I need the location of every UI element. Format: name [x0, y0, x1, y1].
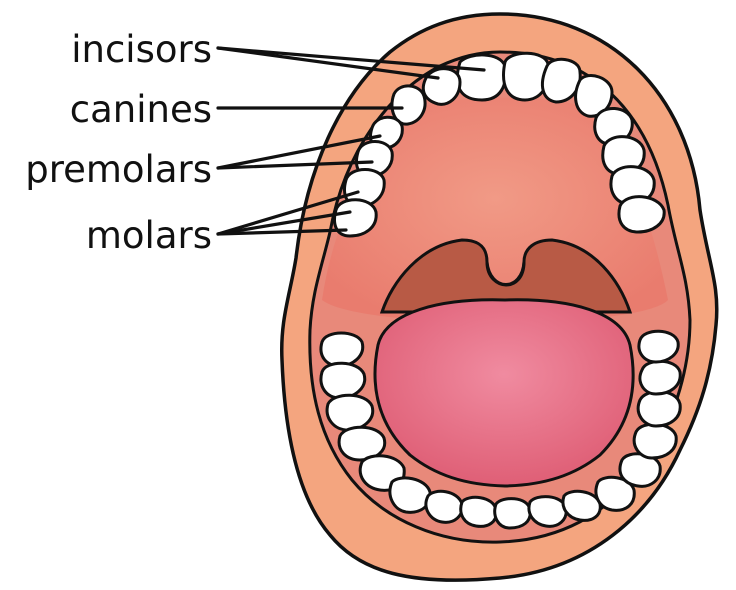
label-canines: canines: [70, 88, 212, 131]
leader-lines: [216, 46, 486, 236]
leader-molars-1: [216, 190, 360, 236]
leader-premolars-1: [216, 134, 382, 170]
tongue: [373, 298, 635, 488]
uvula: [485, 261, 526, 286]
leader-molars-3: [216, 228, 348, 236]
label-premolars: premolars: [25, 148, 212, 191]
label-molars: molars: [86, 214, 212, 257]
leader-premolars-2: [216, 160, 374, 170]
label-incisors: incisors: [71, 28, 212, 71]
leader-incisors-1: [216, 46, 440, 80]
leader-incisors-2: [216, 46, 486, 72]
upper-teeth: [333, 51, 666, 238]
leader-molars-2: [216, 210, 352, 236]
lower-teeth: [319, 329, 682, 530]
